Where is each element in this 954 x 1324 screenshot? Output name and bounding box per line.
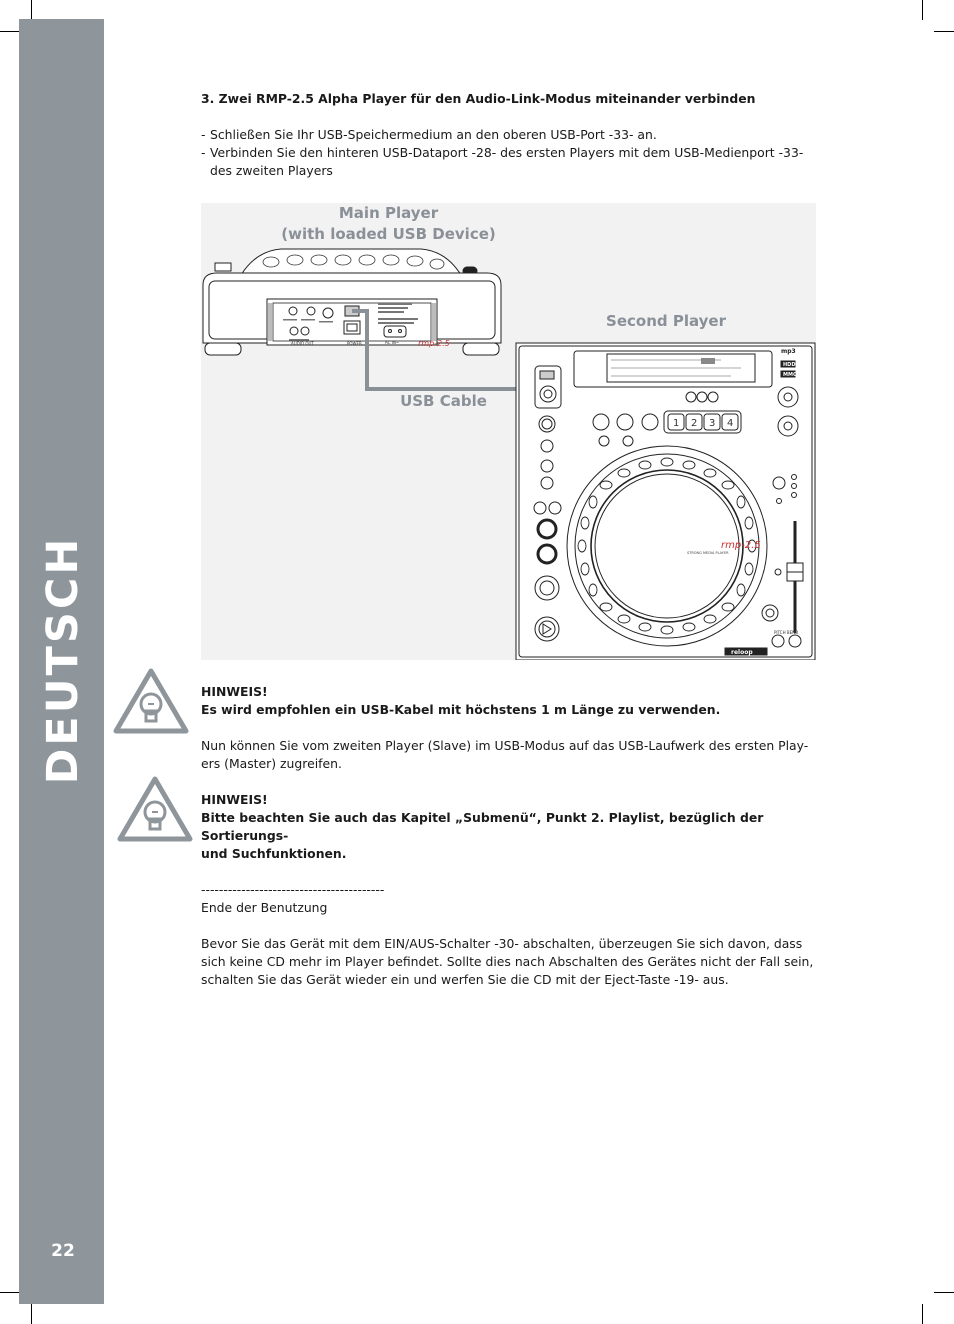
crop-mark (31, 0, 32, 20)
rear-ac-text: AC IN~ (385, 340, 399, 345)
language-sidebar (19, 19, 104, 1304)
hotcue-4-text: 4 (727, 418, 733, 429)
main-player-label: Main Player (with loaded USB Device) (281, 204, 496, 243)
bullet-item: -Schließen Sie Ihr USB-Speichermedium an… (201, 127, 657, 142)
paragraph1-line: Nun können Sie vom zweiten Player (Slave… (201, 738, 809, 753)
bullet-text: Verbinden Sie den hinteren USB-Dataport … (210, 145, 804, 160)
crop-mark (934, 31, 954, 32)
hotcue-2-text: 2 (691, 418, 697, 429)
front-pitch-bend-text: PITCH BEND (774, 630, 798, 635)
paragraph2-line: Bevor Sie das Gerät mit dem EIN/AUS-Scha… (201, 936, 803, 951)
main-player-rear (202, 248, 502, 356)
end-heading: Ende der Benutzung (201, 900, 328, 915)
rear-model-text: rmp-2.5 (418, 339, 450, 348)
language-label: DEUTSCH (38, 535, 88, 785)
jog-ring-dots (577, 457, 757, 635)
hotcue-3-text: 3 (709, 418, 715, 429)
paragraph1-line: ers (Master) zugreifen. (201, 756, 342, 771)
warning-bulb-icon (113, 668, 189, 734)
usb-cable-label: USB Cable (400, 392, 487, 410)
second-player-top (515, 342, 816, 660)
bullet-continuation: des zweiten Players (201, 162, 816, 180)
warning-bulb-icon (117, 776, 193, 842)
front-subtitle-text: STRONG MEDIA PLAYER (687, 551, 729, 555)
note2-line: und Suchfunktionen. (201, 846, 347, 861)
crop-mark (922, 0, 923, 20)
diagram-svg: rmp-2.5 AUDIO OUT POWER AC IN~ (202, 248, 816, 660)
front-brand-top-text: mp3 (781, 348, 796, 355)
bullet-text: Schließen Sie Ihr USB-Speichermedium an … (210, 127, 657, 142)
rear-power-text: POWER (347, 341, 362, 346)
body-text: HINWEIS! Es wird empfohlen ein USB-Kabel… (201, 683, 816, 989)
hotcue-1-text: 1 (673, 418, 679, 429)
crop-mark (922, 1304, 923, 1324)
front-model-text: rmp-2.5 (721, 540, 761, 551)
crop-mark (934, 1292, 954, 1293)
crop-mark (31, 1304, 32, 1324)
page-number: 22 (51, 1241, 75, 1261)
note2-title: HINWEIS! (201, 792, 268, 807)
bullet-item: -Verbinden Sie den hinteren USB-Dataport… (201, 145, 804, 160)
divider-line: ----------------------------------------… (201, 882, 385, 897)
note2-line: Bitte beachten Sie auch das Kapitel „Sub… (201, 810, 764, 843)
section-intro: 3. Zwei RMP-2.5 Alpha Player für den Aud… (201, 90, 816, 180)
note1-title: HINWEIS! (201, 684, 268, 699)
front-hdd-text: HDD (783, 362, 796, 368)
front-brand-text: reloop (731, 649, 753, 656)
paragraph2-line: schalten Sie das Gerät wieder ein und we… (201, 972, 729, 987)
connection-diagram: Main Player (with loaded USB Device) Sec… (201, 203, 816, 660)
crop-mark (0, 1292, 20, 1293)
crop-mark (0, 31, 20, 32)
bullet-text: des zweiten Players (210, 163, 333, 178)
rear-audio-out-text: AUDIO OUT (291, 341, 314, 346)
note1-text: Es wird empfohlen ein USB-Kabel mit höch… (201, 702, 721, 717)
front-mmc-text: MMC (783, 372, 797, 378)
second-player-label: Second Player (606, 312, 726, 330)
section-heading: 3. Zwei RMP-2.5 Alpha Player für den Aud… (201, 91, 756, 106)
paragraph2-line: sich keine CD mehr im Player befindet. S… (201, 954, 814, 969)
